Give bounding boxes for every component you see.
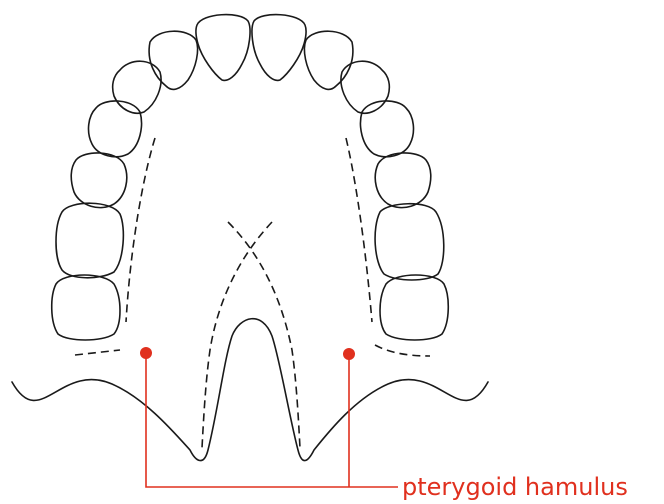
tooth-central-incisor-left [196, 15, 250, 81]
tooth-lateral-incisor-right [304, 31, 352, 89]
tooth-central-incisor-right [252, 15, 306, 81]
tooth-molar-2-left [52, 275, 120, 340]
tooth-premolar-1-left [89, 101, 142, 157]
posterior-edge-right [375, 345, 430, 356]
posterior-edge-left [75, 350, 120, 355]
palatal-outline-left [126, 138, 155, 322]
soft-palate-outline-right [202, 222, 272, 448]
label-pterygoid-hamulus: pterygoid hamulus [402, 473, 628, 501]
dental-arch [52, 15, 449, 340]
tooth-molar-2-right [380, 275, 448, 340]
palatal-dashed-outlines [75, 138, 430, 448]
palatal-outline-right [346, 138, 372, 322]
tooth-premolar-2-left [71, 153, 127, 208]
leader-line [146, 353, 398, 487]
tooth-molar-1-left [56, 203, 123, 278]
tooth-lateral-incisor-left [149, 31, 197, 89]
tooth-premolar-2-right [375, 153, 431, 208]
tooth-molar-1-right [375, 204, 444, 280]
tooth-premolar-1-right [361, 101, 414, 157]
